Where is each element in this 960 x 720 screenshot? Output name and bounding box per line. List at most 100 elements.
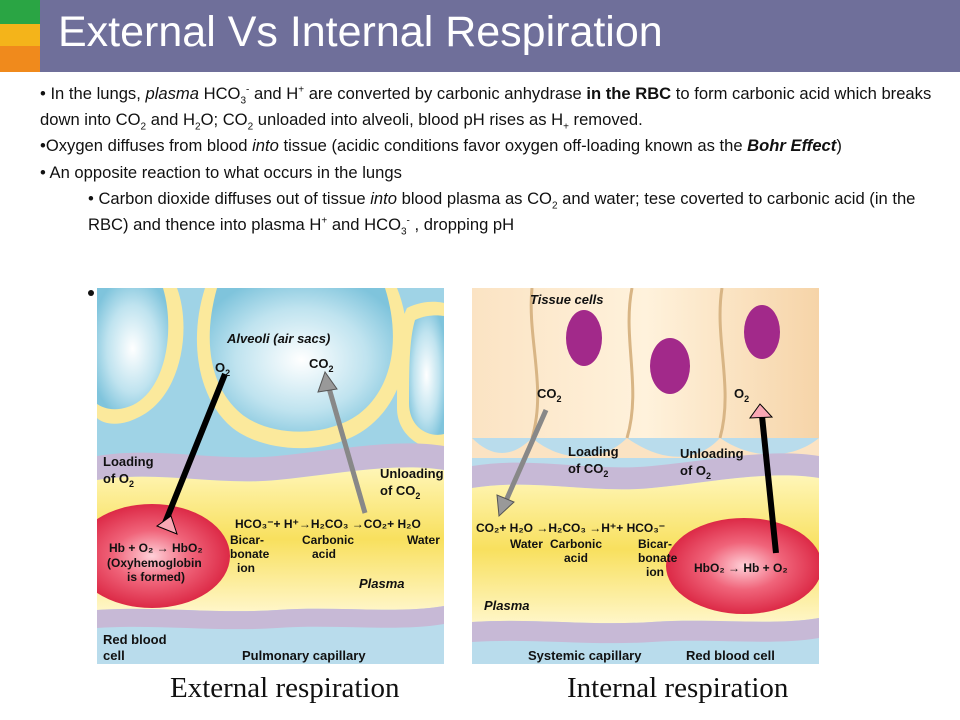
bullet-dot: • [40,136,46,156]
loading-co2-label: Loading of CO2 [568,444,619,479]
text: CO [309,356,329,371]
capillary-label: Systemic capillary [528,648,642,663]
co2-label: CO2 [537,386,562,404]
superscript: + [321,215,328,227]
subscript: + [563,121,569,133]
title-bar: External Vs Internal Respiration [40,0,960,72]
text: of O [680,463,706,478]
capillary-wall-bottom [97,606,444,630]
text: removed. [568,110,643,130]
co2-arrow [326,387,368,514]
alveolus-right-inner [409,315,444,435]
plasma-label: Plasma [484,598,530,613]
o2-label: O2 [734,386,749,404]
text: Carbonic [302,533,354,547]
text: ) [836,136,842,156]
alveolus-main-inner [209,288,393,432]
bullet-lungs: • In the lungs, plasma HCO3- and H+ are … [40,81,940,133]
subscript: 2 [415,491,420,501]
bullet-carbon-dioxide: • Carbon dioxide diffuses out of tissue … [40,186,940,238]
text: HCO [198,84,241,103]
hb-equation: Hb + O₂ → HbO₂ [109,541,203,555]
accent-green-block [0,0,40,24]
bullet-oxygen: •Oxygen diffuses from blood into tissue … [40,133,940,159]
subscript: 2 [247,121,254,133]
accent-yellow-block [0,24,40,46]
text: and H [146,110,195,130]
text: Oxygen diffuses from blood [45,136,253,156]
co2-arrow-head [317,370,338,393]
subscript: 2 [140,121,147,133]
text: and water; tese coverted to carbonic aci… [88,188,916,235]
text: of CO [568,461,603,476]
text: acid [564,551,588,565]
text: bonate [230,547,270,561]
text: of CO [380,483,415,498]
plasma-equation: CO₂+ H₂O →H₂CO₃ →H⁺+ HCO₃⁻ [476,521,665,535]
tissue-cell-boundaries [529,288,727,439]
text: Carbonic [550,537,602,551]
alveoli-label: Alveoli (air sacs) [226,331,330,346]
capillary-label: Pulmonary capillary [242,648,366,663]
text: Unloading [380,466,444,481]
caption-internal: Internal respiration [567,672,789,704]
slide-title: External Vs Internal Respiration [58,8,663,56]
text: O; CO [200,110,248,130]
o2-arrow-head [155,515,178,535]
bullet-dot: • [40,84,46,103]
text: and HCO [327,215,401,235]
hb-equation: HbO₂ → Hb + O₂ [694,561,788,575]
bullet-list: • In the lungs, plasma HCO3- and H+ are … [40,81,940,238]
subscript: 2 [551,200,558,212]
superscript: - [246,84,250,96]
bullet-opposite: • An opposite reaction to what occurs in… [40,160,940,186]
text: (Oxyhemoglobin [107,556,202,570]
hidden-bullet-dot [88,290,94,296]
co2-arrow [502,408,549,505]
water-label: Water [510,537,543,551]
subscript: 3 [400,226,407,238]
tissue-cell-bases [472,438,819,458]
water-label: Water [407,533,440,547]
text: unloaded into alveoli, blood pH rises as… [253,110,564,130]
accent-orange-block [0,46,40,72]
subscript: 2 [195,121,201,133]
text: Loading [568,444,619,459]
text: tissue (acidic conditions favor oxygen o… [278,136,748,156]
subscript: 2 [603,469,608,479]
text: and H [249,84,299,103]
red-blood-cell [97,504,230,608]
nucleus-3 [744,305,780,359]
tissue-cells-label: Tissue cells [530,292,603,307]
subscript: 3 [240,95,247,107]
red-blood-cell [666,518,819,614]
o2-arrow-head [748,403,774,419]
text: ion [237,561,255,575]
o2-arrow [162,372,228,525]
text: In the lungs, [50,84,146,103]
text: Unloading [680,446,744,461]
text: blood plasma as CO [397,188,552,208]
bullet-dot: • [40,162,46,182]
text-into: into [252,136,279,156]
text: to form carbonic acid which breaks down … [40,84,932,130]
subscript: 2 [744,394,749,404]
superscript: + [298,84,305,96]
caption-external: External respiration [170,672,400,704]
text: ion [646,565,664,579]
co2-arrow-head [496,494,515,518]
text: Bicar- [638,537,672,551]
text-in-rbc: in the RBC [586,84,672,103]
text: bonate [638,551,678,565]
subscript: 2 [129,479,134,489]
text: cell [103,648,125,663]
text-bohr-effect: Bohr Effect [747,136,837,156]
text: Red blood [103,632,167,647]
